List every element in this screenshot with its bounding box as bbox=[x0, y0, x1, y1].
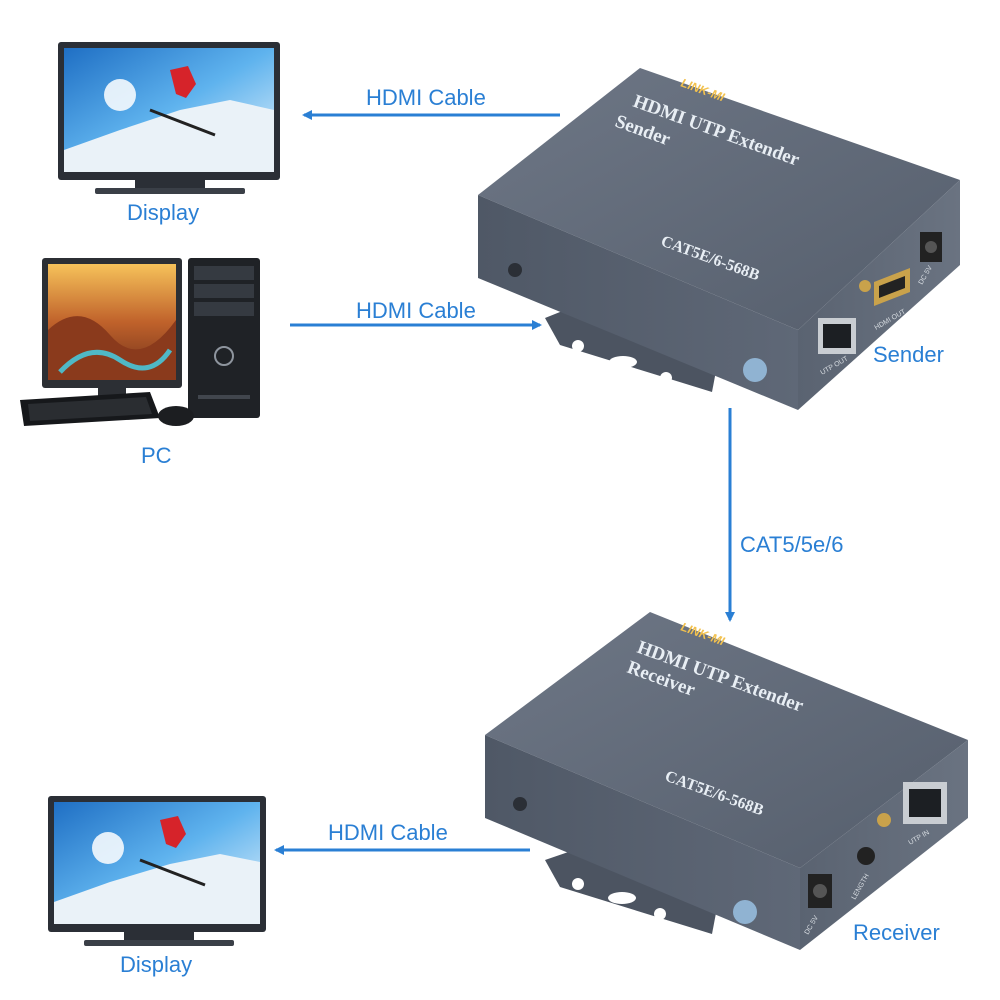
receiver-label: Receiver bbox=[853, 920, 940, 945]
mouse-icon bbox=[158, 406, 194, 426]
display-top-label: Display bbox=[127, 200, 200, 225]
pc-label: PC bbox=[141, 443, 172, 468]
keyboard-icon bbox=[20, 392, 160, 426]
cable-label-hdmi-top: HDMI Cable bbox=[366, 85, 486, 110]
pc-tower-icon bbox=[188, 258, 260, 418]
pc-monitor-icon bbox=[42, 258, 182, 400]
extender-receiver-icon bbox=[485, 612, 968, 950]
display-bottom-label: Display bbox=[120, 952, 193, 977]
display-top-monitor-icon bbox=[58, 42, 280, 194]
extender-sender-icon bbox=[478, 68, 960, 410]
sender-label: Sender bbox=[873, 342, 944, 367]
display-bottom-monitor-icon bbox=[48, 796, 266, 946]
cable-label-hdmi-bottom: HDMI Cable bbox=[328, 820, 448, 845]
cable-label-cat: CAT5/5e/6 bbox=[740, 532, 844, 557]
cable-label-hdmi-pc: HDMI Cable bbox=[356, 298, 476, 323]
